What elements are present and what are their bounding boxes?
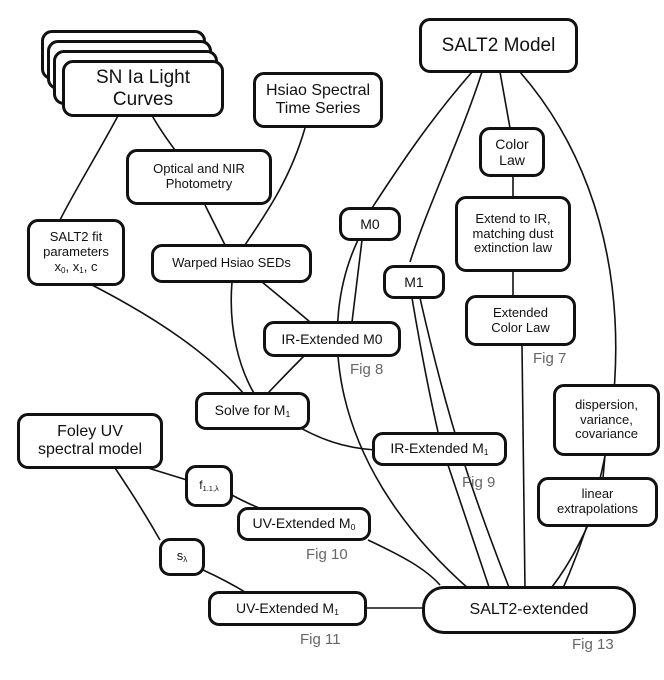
caption-fig10: Fig 10 (306, 546, 348, 563)
s-lambda-symbol: s (176, 548, 184, 564)
warped-hsiao-node: Warped Hsiao SEDs (151, 244, 312, 283)
edge-model-m0 (371, 71, 473, 209)
uv-extended-m1-node: UV-Extended M1 (208, 591, 367, 626)
edge-linear-extended (547, 524, 589, 593)
m1-label: M1 (404, 273, 424, 290)
ir-extended-m1-subscript: 1 (483, 447, 489, 458)
f-term-text: f1.1,λ (199, 477, 219, 493)
salt2-fit-c-symbol: , c (83, 258, 98, 274)
edge-dispersion-linear (602, 454, 606, 479)
edge-model-m1 (409, 71, 483, 263)
edge-fitparams-solve (91, 284, 246, 396)
s-lambda-subscript: λ (183, 555, 188, 565)
color-law-label: Color Law (495, 135, 529, 168)
dispersion-label: dispersion, variance, covariance (575, 396, 638, 442)
sn-light-curves-node: SN Ia Light Curves (62, 60, 224, 117)
edge-solve-irm0 (267, 354, 306, 394)
caption-fig8: Fig 8 (350, 361, 384, 378)
s-lambda-text: sλ (176, 548, 188, 565)
m0-label: M0 (360, 215, 380, 232)
salt2-fit-x-symbol: x (54, 258, 62, 274)
salt2-fit-x1-subscript: 1 (79, 265, 84, 275)
edge-lightcurves-photometry (149, 111, 176, 151)
linear-extrap-label: linear extrapolations (557, 486, 638, 516)
ir-extended-m1-node: IR-Extended M1 (372, 432, 507, 466)
ir-extended-m0-label: IR-Extended M0 (281, 330, 383, 347)
salt2-fit-x0-subscript: 0 (61, 265, 66, 275)
optical-nir-node: Optical and NIR Photometry (126, 149, 272, 205)
salt2-model-node: SALT2 Model (419, 18, 578, 73)
uv-extended-m0-label: UV-Extended M (252, 515, 351, 532)
m1-node: M1 (383, 265, 445, 299)
uv-extended-m0-node: UV-Extended M0 (237, 507, 371, 541)
uv-extended-m1-subscript: 1 (334, 607, 339, 618)
salt2-fit-x1-symbol: , x (65, 258, 80, 274)
edge-irm1-extended (447, 464, 491, 591)
hsiao-series-label: Hsiao Spectral Time Series (265, 81, 371, 117)
foley-uv-node: Foley UV spectral model (17, 413, 163, 469)
edge-m0-irm0 (351, 239, 363, 323)
salt2-model-label: SALT2 Model (441, 34, 556, 56)
f-term-subscript: 1.1,λ (202, 483, 219, 493)
extended-color-law-node: Extended Color Law (465, 295, 576, 346)
edge-hsiao-warped (244, 127, 306, 246)
s-lambda-node: sλ (159, 538, 205, 576)
edge-model-colorlaw (499, 71, 511, 129)
warped-hsiao-label: Warped Hsiao SEDs (172, 255, 291, 271)
extended-color-law-label: Extended Color Law (491, 304, 550, 335)
color-law-node: Color Law (479, 127, 545, 177)
dispersion-node: dispersion, variance, covariance (553, 384, 660, 456)
caption-fig13: Fig 13 (572, 636, 614, 653)
edge-warped-solve (230, 281, 256, 396)
salt2-extended-node: SALT2-extended (422, 586, 636, 634)
solve-m1-text: Solve for M1 (215, 402, 291, 419)
f-term-symbol: f (199, 477, 203, 492)
edge-s-uvm1 (202, 569, 246, 593)
uv-extended-m1-text: UV-Extended M1 (236, 600, 339, 617)
caption-fig9: Fig 9 (462, 474, 496, 491)
m0-node: M0 (339, 207, 401, 241)
solve-m1-node: Solve for M1 (195, 392, 310, 430)
optical-nir-label: Optical and NIR Photometry (153, 161, 245, 191)
edge-warped-irm0 (261, 281, 311, 323)
caption-fig11: Fig 11 (300, 631, 341, 648)
solve-m1-label: Solve for M (214, 402, 286, 419)
ir-extended-m1-label: IR-Extended M (390, 440, 484, 457)
uv-extended-m0-text: UV-Extended M0 (253, 515, 356, 532)
hsiao-series-node: Hsiao Spectral Time Series (253, 72, 383, 128)
edge-photometry-warped (204, 204, 226, 246)
foley-uv-label: Foley UV spectral model (37, 422, 143, 458)
edge-m0-extended (336, 239, 471, 591)
uv-extended-m0-subscript: 0 (350, 522, 356, 533)
salt2-fit-label: SALT2 fit parameters (43, 228, 109, 259)
sn-light-curves-label: SN Ia Light Curves (96, 66, 190, 110)
caption-fig7: Fig 7 (533, 350, 567, 367)
linear-extrap-node: linear extrapolations (537, 477, 658, 527)
solve-m1-subscript: 1 (285, 409, 291, 420)
extend-ir-node: Extend to IR, matching dust extinction l… (455, 196, 571, 272)
ir-extended-m0-node: IR-Extended M0 (263, 321, 401, 357)
salt2-extended-label: SALT2-extended (469, 600, 589, 618)
edge-uvm0-extended (367, 539, 441, 586)
edge-foley-f (147, 467, 188, 481)
ir-extended-m1-text: IR-Extended M1 (390, 440, 488, 457)
edge-m1-irm1 (411, 297, 439, 433)
extend-ir-label: Extend to IR, matching dust extinction l… (472, 210, 554, 256)
f-term-node: f1.1,λ (185, 465, 233, 507)
edge-foley-s (114, 467, 161, 541)
edge-extlaw-extended (521, 344, 526, 591)
edge-lightcurves-fitparams (59, 111, 121, 221)
uv-extended-m1-label: UV-Extended M (236, 599, 335, 616)
